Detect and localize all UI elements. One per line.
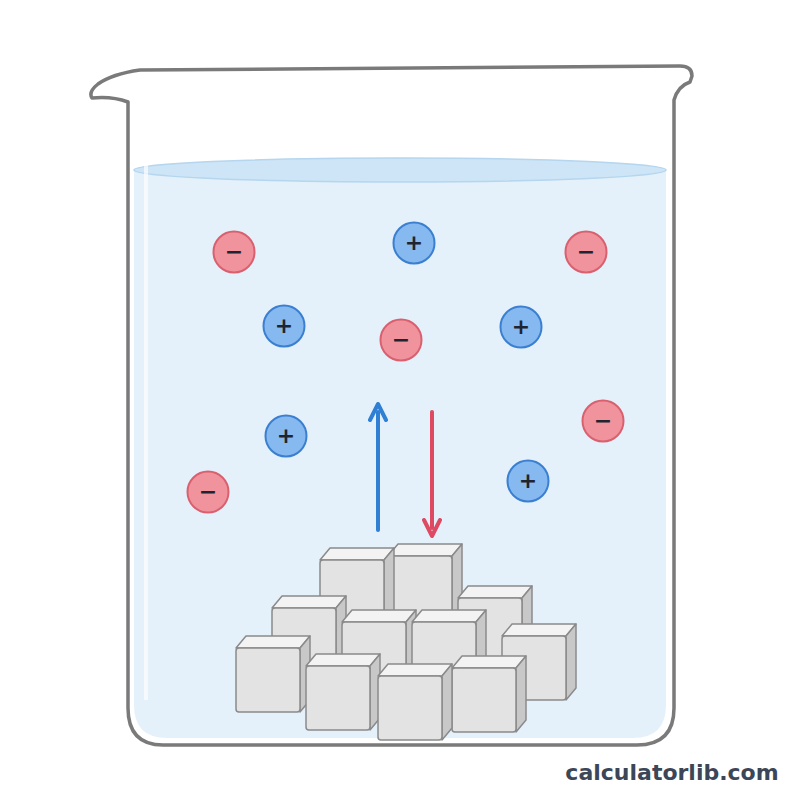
crystal-cube <box>306 654 380 730</box>
charge-sign: + <box>275 315 293 337</box>
cation-circle: + <box>506 459 550 503</box>
charge-sign: − <box>199 481 217 503</box>
solid-crystals <box>236 544 576 740</box>
glass-highlight <box>144 110 148 700</box>
charge-sign: + <box>405 232 423 254</box>
dissolution-arrow <box>376 412 380 530</box>
charge-sign: + <box>519 470 537 492</box>
crystal-cube <box>388 544 462 620</box>
precipitation-arrow <box>430 412 434 528</box>
crystal-cube <box>378 664 452 740</box>
charge-sign: − <box>594 410 612 432</box>
watermark: calculatorlib.com <box>565 760 778 785</box>
charge-sign: − <box>577 241 595 263</box>
beaker-outline <box>91 66 692 745</box>
charge-sign: − <box>392 329 410 351</box>
cation-circle: + <box>262 304 306 348</box>
cation-circle: + <box>392 221 436 265</box>
anion-circle: − <box>564 230 608 274</box>
anion-circle: − <box>212 230 256 274</box>
crystal-cube <box>452 656 526 732</box>
anion-circle: − <box>379 318 423 362</box>
anion-circle: − <box>186 470 230 514</box>
water-surface <box>134 158 666 182</box>
water <box>134 170 666 738</box>
charge-sign: + <box>277 425 295 447</box>
cation-circle: + <box>264 414 308 458</box>
charge-sign: − <box>225 241 243 263</box>
cation-circle: + <box>499 305 543 349</box>
crystal-cube <box>236 636 310 712</box>
anion-circle: − <box>581 399 625 443</box>
charge-sign: + <box>512 316 530 338</box>
